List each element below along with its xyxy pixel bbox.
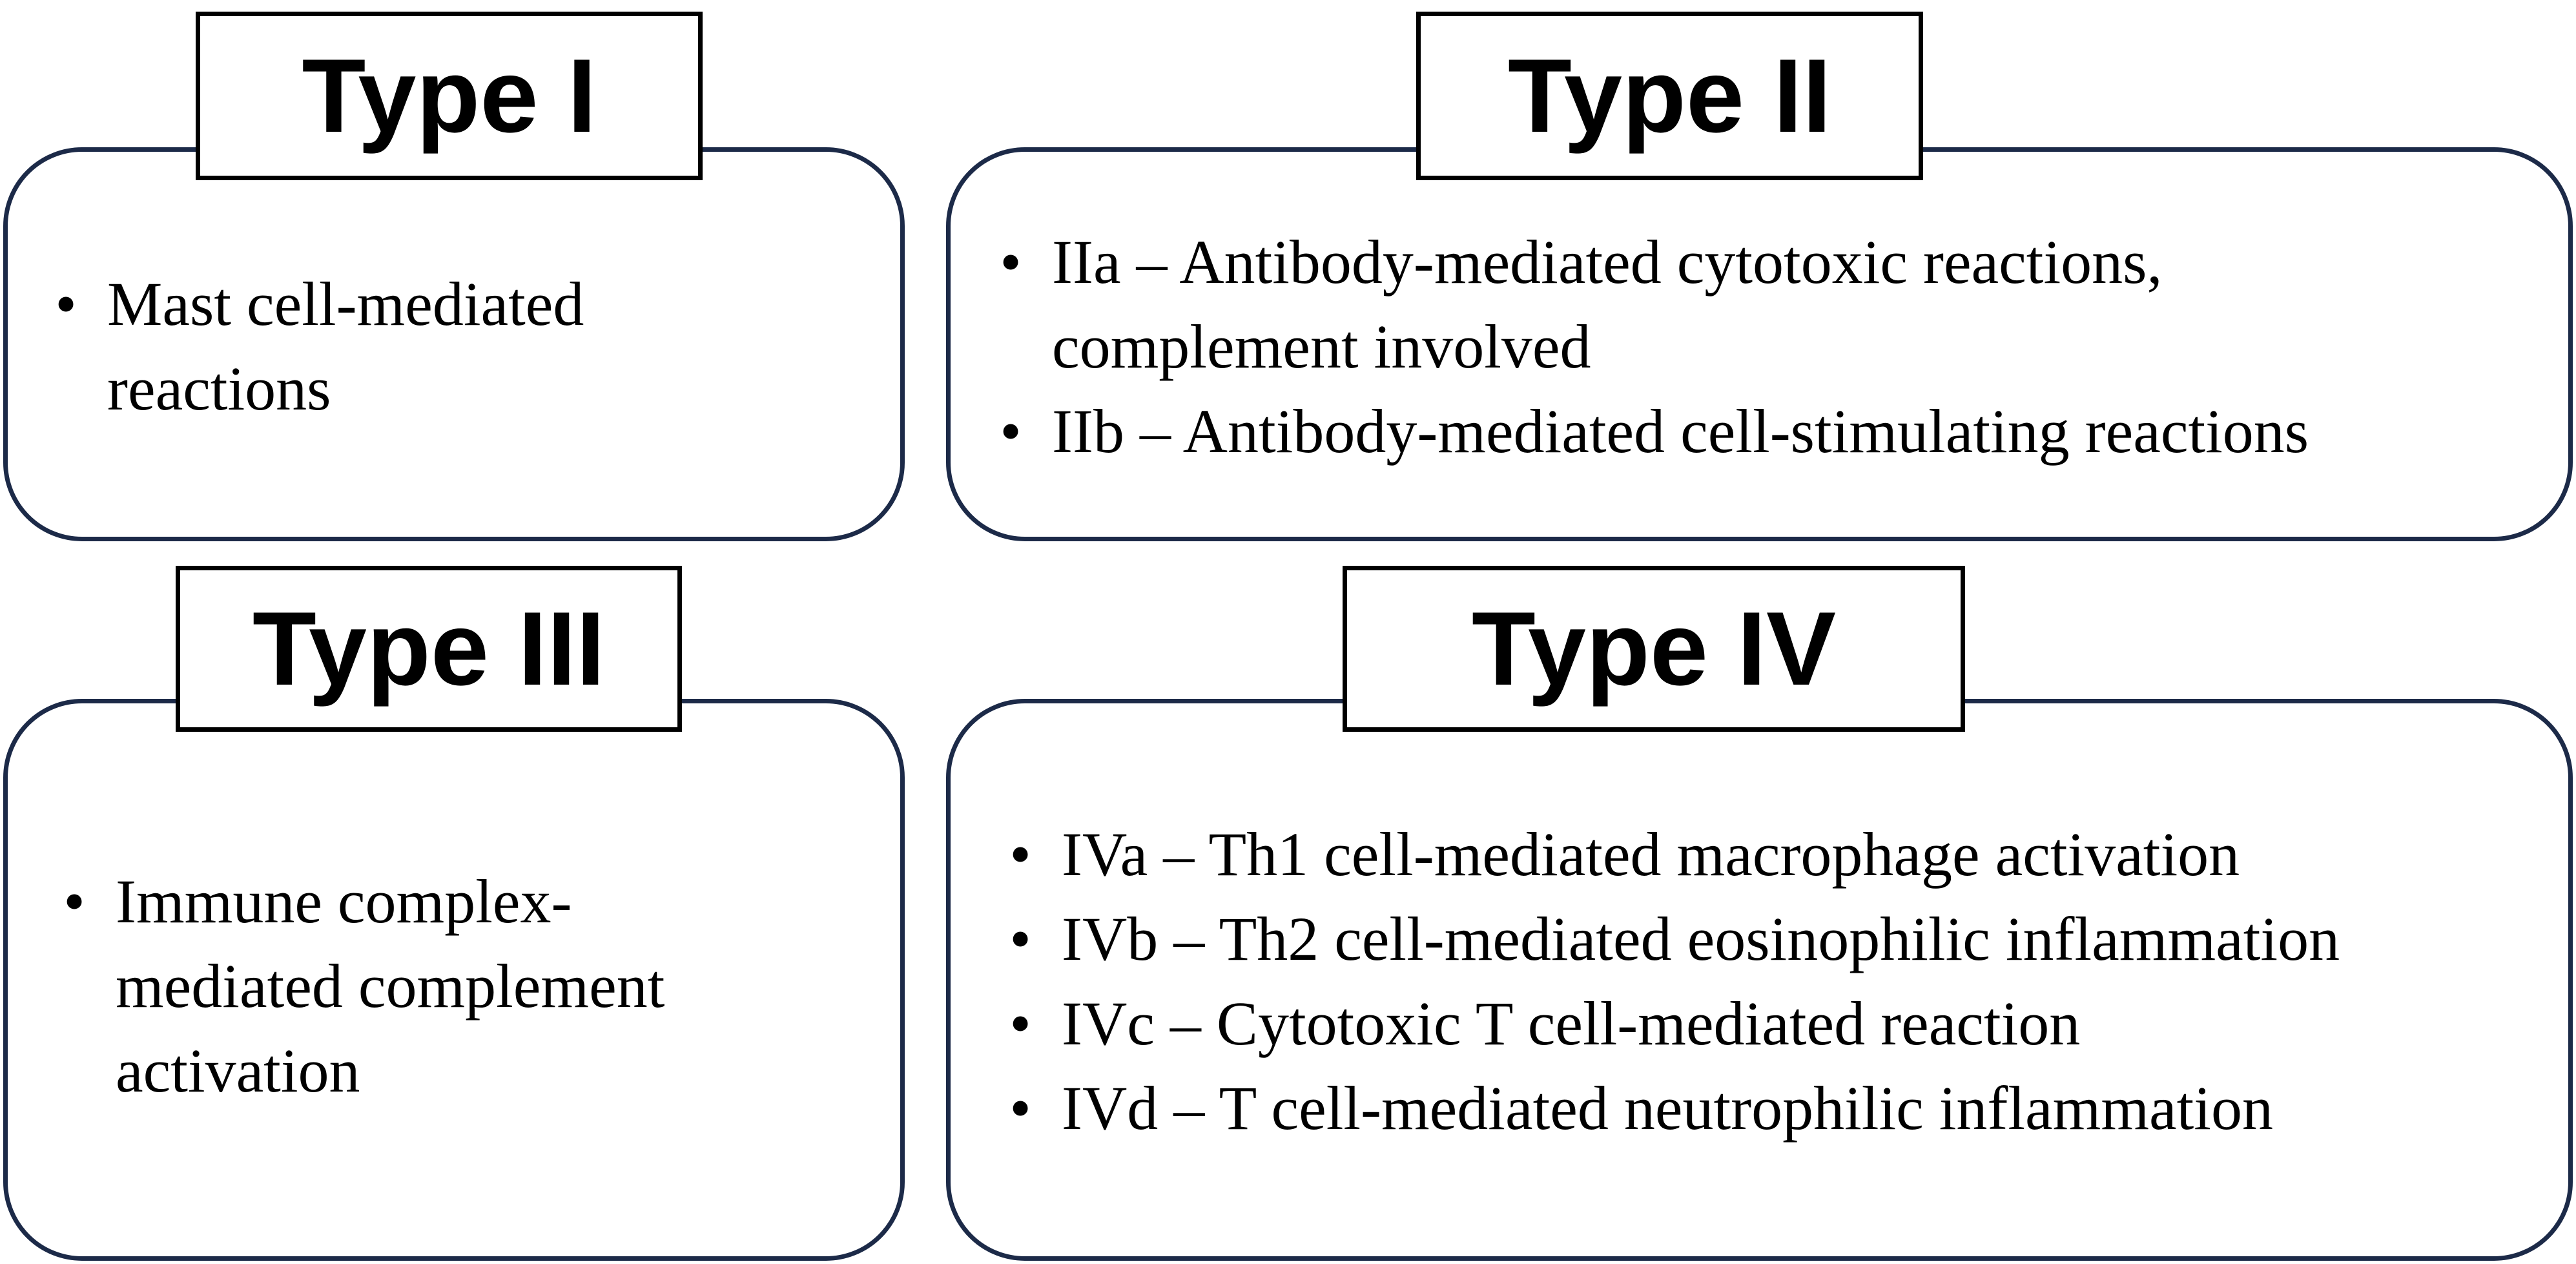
type-2-title: Type II	[1416, 12, 1923, 180]
bullet-icon: •	[1009, 989, 1031, 1058]
type-2-item-1-text: IIa – Antibody-mediated cytotoxic reacti…	[1052, 227, 2163, 381]
type-4-item-3: • IVc – Cytotoxic T cell-mediated reacti…	[994, 981, 2340, 1066]
type-2-panel	[946, 147, 2573, 541]
bullet-icon: •	[1000, 227, 1022, 296]
type-1-title: Type I	[196, 12, 703, 180]
type-4-item-4: • IVd – T cell-mediated neutrophilic inf…	[994, 1066, 2340, 1150]
type-2-item-2-text: IIb – Antibody-mediated cell-stimulating…	[1052, 397, 2309, 466]
type-3-panel	[3, 699, 905, 1261]
bullet-icon: •	[1000, 397, 1022, 466]
type-3-list: • Immune complex- mediated complement ac…	[48, 859, 665, 1113]
type-4-item-1-text: IVa – Th1 cell-mediated macrophage activ…	[1062, 820, 2240, 889]
bullet-icon: •	[1009, 820, 1031, 889]
type-3-item-1: • Immune complex- mediated complement ac…	[48, 859, 665, 1113]
type-3-item-1-text: Immune complex- mediated complement acti…	[116, 867, 665, 1105]
bullet-icon: •	[1009, 1073, 1031, 1143]
type-4-list: • IVa – Th1 cell-mediated macrophage act…	[994, 812, 2340, 1150]
type-4-item-3-text: IVc – Cytotoxic T cell-mediated reaction	[1062, 989, 2081, 1058]
type-4-item-2-text: IVb – Th2 cell-mediated eosinophilic inf…	[1062, 904, 2340, 973]
type-1-item-1: • Mast cell-mediated reactions	[40, 262, 584, 431]
bullet-icon: •	[55, 269, 77, 338]
type-1-item-1-text: Mast cell-mediated reactions	[107, 269, 584, 423]
type-4-item-1: • IVa – Th1 cell-mediated macrophage act…	[994, 812, 2340, 896]
type-2-list: • IIa – Antibody-mediated cytotoxic reac…	[985, 220, 2309, 473]
type-4-item-2: • IVb – Th2 cell-mediated eosinophilic i…	[994, 896, 2340, 981]
type-1-list: • Mast cell-mediated reactions	[40, 262, 584, 431]
type-4-panel	[946, 699, 2573, 1261]
type-4-item-4-text: IVd – T cell-mediated neutrophilic infla…	[1062, 1073, 2273, 1143]
type-1-panel	[3, 147, 905, 541]
type-4-title: Type IV	[1343, 566, 1965, 732]
bullet-icon: •	[1009, 904, 1031, 973]
bullet-icon: •	[63, 867, 85, 936]
type-2-item-2: • IIb – Antibody-mediated cell-stimulati…	[985, 389, 2309, 473]
type-2-item-1: • IIa – Antibody-mediated cytotoxic reac…	[985, 220, 2309, 389]
type-3-title: Type III	[176, 566, 682, 732]
